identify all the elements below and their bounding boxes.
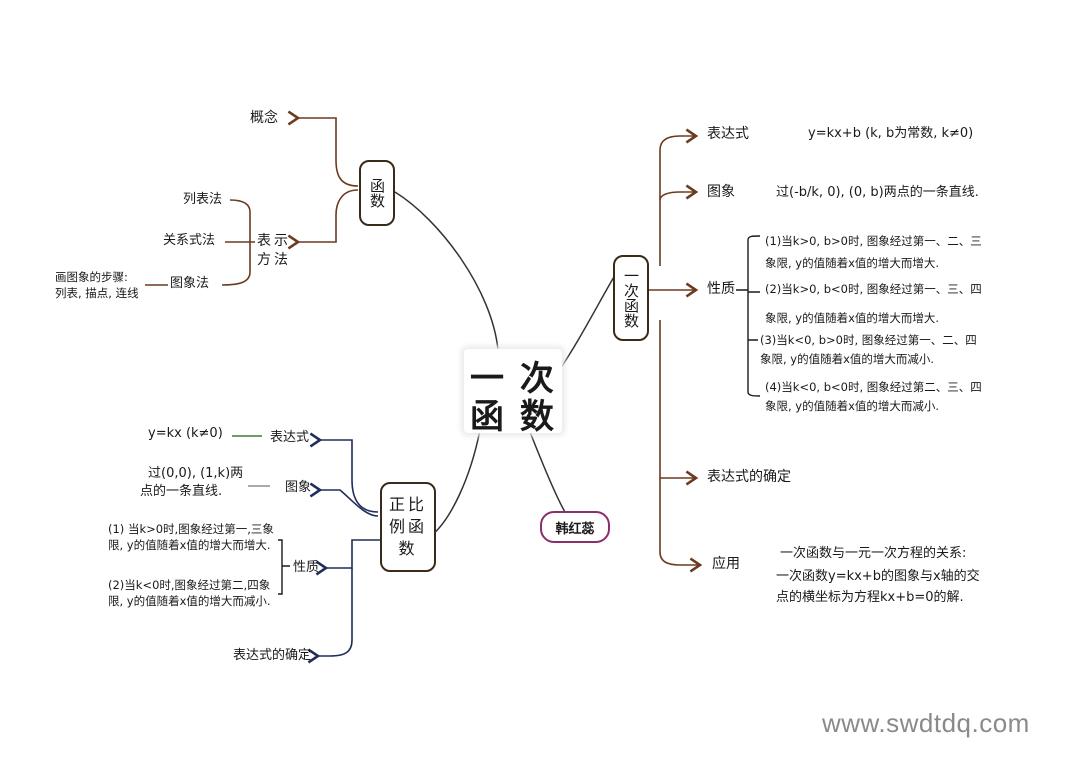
hanshu-label: 函数 — [368, 178, 386, 208]
r-property-4a: (4)当k<0, b<0时, 图象经过第二、三、四 — [765, 380, 982, 394]
zb-expression-label: 表达式 — [270, 430, 310, 445]
r-property-4b: 象限, y的值随着x值的增大而减小. — [765, 399, 940, 413]
r-property-1a: (1)当k>0, b>0时, 图象经过第一、二、三 — [765, 234, 982, 248]
zb-graph-desc-2: 点的一条直线. — [140, 484, 223, 499]
zhengbili-node: 正比例函数 — [380, 482, 436, 572]
zb-property-1b: 限, y的值随着x值的增大而增大. — [108, 538, 271, 552]
center-title-line1: 一 次 — [470, 359, 556, 399]
link-center-hanshu — [394, 191, 499, 351]
concept-label: 概念 — [250, 110, 278, 126]
r-property-3b: 象限, y的值随着x值的增大而减小. — [760, 352, 935, 366]
link-center-zhengbili — [431, 429, 481, 536]
zb-graph-desc-1: 过(0,0), (1,k)两 — [148, 466, 244, 481]
center-title-line2: 函 数 — [470, 397, 556, 437]
zhengbili-label: 正比例函数 — [388, 495, 427, 558]
r-expression-label: 表达式 — [707, 126, 749, 142]
r-graph-desc: 过(-b/k, 0), (0, b)两点的一条直线. — [776, 185, 979, 200]
r-property-2b: 象限, y的值随着x值的增大而增大. — [765, 311, 940, 325]
r-expression-value: y=kx+b (k, b为常数, k≠0) — [808, 126, 974, 141]
method-table: 列表法 — [183, 192, 223, 207]
zb-determine-label: 表达式的确定 — [233, 648, 312, 663]
watermark-text: www.swdtdq.com — [822, 708, 1030, 738]
author-name: 韩红蕊 — [555, 521, 595, 537]
zb-property-1a: (1) 当k>0时,图象经过第一,三象 — [108, 522, 274, 536]
r-graph-label: 图象 — [707, 184, 735, 200]
r-determine-label: 表达式的确定 — [707, 469, 791, 485]
yicihanshu-label: 一次函数 — [622, 268, 640, 328]
representation-label: 表示方法 — [257, 233, 291, 268]
zb-graph-label: 图象 — [285, 480, 312, 495]
method-formula: 关系式法 — [163, 233, 216, 248]
r-application-desc-3: 点的横坐标为方程kx+b=0的解. — [776, 590, 964, 605]
r-property-label: 性质 — [707, 281, 735, 297]
hanshu-node: 函数 — [359, 160, 395, 226]
zb-property-2a: (2)当k<0时,图象经过第二,四象 — [108, 578, 271, 592]
center-node: 一 次 函 数 — [464, 349, 562, 437]
yicihanshu-node: 一次函数 — [613, 255, 649, 341]
r-application-desc-2: 一次函数y=kx+b的图象与x轴的交 — [776, 569, 980, 584]
r-property-2a: (2)当k>0, b<0时, 图象经过第一、三、四 — [765, 282, 982, 296]
r-property-3a: (3)当k<0, b>0时, 图象经过第一、二、四 — [760, 333, 977, 347]
r-property-1b: 象限, y的值随着x值的增大而增大. — [765, 256, 940, 270]
author-badge: 韩红蕊 — [540, 511, 610, 543]
graph-steps-title: 画图象的步骤: — [55, 270, 128, 284]
zb-property-2b: 限, y的值随着x值的增大而减小. — [108, 594, 271, 608]
r-application-desc-1: 一次函数与一元一次方程的关系: — [780, 546, 967, 561]
method-graph: 图象法 — [170, 276, 210, 291]
zb-expression-value: y=kx (k≠0) — [148, 426, 223, 441]
zb-property-label: 性质 — [293, 560, 320, 575]
graph-steps-detail: 列表, 描点, 连线 — [55, 286, 139, 300]
link-center-right — [557, 269, 619, 373]
r-application-label: 应用 — [712, 556, 740, 572]
link-center-author — [529, 431, 566, 513]
